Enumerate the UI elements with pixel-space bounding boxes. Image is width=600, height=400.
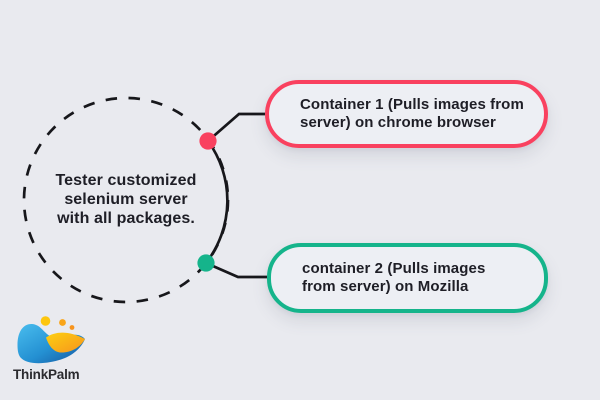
thinkpalm-logo-mark (17, 316, 85, 364)
hub-label: Tester customized selenium server with a… (36, 171, 216, 228)
connector-top (207, 112, 265, 143)
container2-line-1: container 2 (Pulls images (302, 259, 486, 277)
container2-line-2: from server) on Mozilla (302, 278, 469, 295)
container2-node: container 2 (Pulls images from server) o… (267, 243, 548, 313)
container1-node: Container 1 (Pulls images from server) o… (265, 80, 548, 148)
thinkpalm-wordmark: ThinkPalm (13, 367, 80, 382)
container1-line-2: server) on chrome browser (300, 114, 496, 131)
logo-crescent-shape (46, 332, 85, 353)
hub-line-3: with all packages. (57, 210, 195, 227)
hub-line-1: Tester customized (55, 172, 197, 189)
logo-dot-medium (59, 319, 66, 326)
connector-bottom (205, 261, 267, 279)
node-dot-teal (197, 254, 215, 272)
hub-line-2: selenium server (64, 191, 188, 208)
logo-dot-large (40, 316, 51, 326)
container1-line-1: Container 1 (Pulls images from (300, 95, 524, 113)
logo-dot-small (69, 325, 75, 330)
node-dot-red (199, 132, 217, 150)
thinkpalm-logo: ThinkPalm (8, 310, 98, 382)
